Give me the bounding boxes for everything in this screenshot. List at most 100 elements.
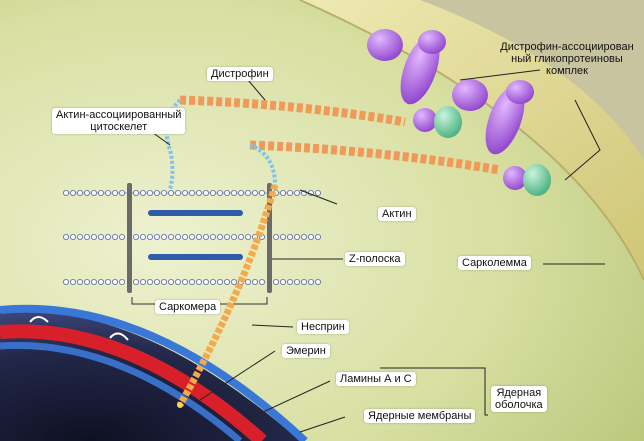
actin-bead	[98, 234, 103, 239]
label-dgc-line1: Дистрофин-ассоциирован	[490, 41, 644, 53]
actin-bead	[210, 190, 215, 195]
actin-bead	[287, 279, 292, 284]
actin-bead	[252, 279, 257, 284]
z-band-left	[127, 183, 132, 293]
actin-bead	[91, 190, 96, 195]
actin-bead	[168, 234, 173, 239]
actin-bead	[105, 279, 110, 284]
label-z-band: Z-полоска	[345, 252, 405, 266]
actin-bead	[196, 190, 201, 195]
actin-bead	[224, 279, 229, 284]
actin-bead	[308, 279, 313, 284]
actin-bead	[161, 234, 166, 239]
actin-bead	[147, 190, 152, 195]
label-actin-cytoskeleton-line2: цитоскелет	[56, 121, 181, 133]
actin-bead	[140, 279, 145, 284]
actin-bead	[105, 234, 110, 239]
actin-bead	[175, 279, 180, 284]
actin-bead	[231, 190, 236, 195]
actin-bead	[315, 279, 320, 284]
label-actin-cytoskeleton: Актин-ассоциированный цитоскелет	[52, 108, 185, 134]
actin-bead	[210, 279, 215, 284]
actin-bead	[245, 279, 250, 284]
actin-bead	[63, 234, 68, 239]
actin-bead	[217, 234, 222, 239]
label-nuclear-envelope-line1: Ядерная	[495, 387, 543, 399]
actin-bead	[91, 234, 96, 239]
actin-bead	[77, 190, 82, 195]
actin-bead	[273, 234, 278, 239]
actin-bead	[91, 279, 96, 284]
actin-bead	[301, 279, 306, 284]
actin-bead	[245, 234, 250, 239]
label-sarcomere: Саркомера	[155, 300, 220, 314]
actin-bead	[154, 279, 159, 284]
myosin-filament-1	[148, 210, 243, 216]
label-dgc-line2: ный гликопротеиновы	[490, 53, 644, 65]
actin-bead	[70, 279, 75, 284]
actin-bead	[294, 234, 299, 239]
actin-bead	[315, 234, 320, 239]
actin-bead	[168, 190, 173, 195]
actin-bead-row	[63, 234, 320, 239]
actin-bead	[238, 190, 243, 195]
actin-bead	[315, 190, 320, 195]
actin-bead	[196, 234, 201, 239]
actin-bead	[203, 190, 208, 195]
actin-bead	[133, 190, 138, 195]
actin-bead	[301, 234, 306, 239]
actin-bead	[224, 190, 229, 195]
actin-bead	[70, 234, 75, 239]
actin-bead	[280, 190, 285, 195]
actin-bead	[147, 279, 152, 284]
actin-bead	[175, 190, 180, 195]
actin-bead	[175, 234, 180, 239]
actin-bead	[63, 190, 68, 195]
actin-bead	[203, 279, 208, 284]
label-actin: Актин	[378, 207, 416, 221]
actin-bead	[140, 190, 145, 195]
label-dystrophin: Дистрофин	[207, 67, 273, 81]
actin-bead	[63, 279, 68, 284]
actin-bead	[280, 279, 285, 284]
actin-bead	[252, 190, 257, 195]
actin-bead	[231, 279, 236, 284]
actin-bead-row	[63, 279, 320, 284]
actin-bead-row	[63, 190, 320, 195]
actin-bead	[238, 234, 243, 239]
actin-bead	[77, 279, 82, 284]
actin-bead	[182, 234, 187, 239]
actin-bead	[70, 190, 75, 195]
actin-bead	[154, 190, 159, 195]
label-sarcolemma: Сарколемма	[458, 256, 531, 270]
actin-bead	[119, 190, 124, 195]
actin-bead	[98, 279, 103, 284]
actin-bead	[308, 234, 313, 239]
actin-bead	[147, 234, 152, 239]
emerin-marker	[177, 402, 183, 408]
actin-bead	[294, 190, 299, 195]
actin-bead	[168, 279, 173, 284]
actin-bead	[273, 279, 278, 284]
actin-bead	[140, 234, 145, 239]
actin-bead	[161, 190, 166, 195]
label-nesprin: Несприн	[297, 320, 349, 334]
label-dystrophin-glycoprotein-complex: Дистрофин-ассоциирован ный гликопротеино…	[490, 41, 644, 77]
actin-bead	[231, 234, 236, 239]
actin-bead	[112, 279, 117, 284]
actin-bead	[84, 234, 89, 239]
actin-bead	[98, 190, 103, 195]
actin-bead	[133, 234, 138, 239]
actin-bead	[84, 279, 89, 284]
actin-bead	[210, 234, 215, 239]
actin-bead	[161, 279, 166, 284]
label-actin-cytoskeleton-line1: Актин-ассоциированный	[56, 109, 181, 121]
actin-bead	[189, 190, 194, 195]
actin-bead	[189, 234, 194, 239]
label-nuclear-membranes: Ядерные мембраны	[364, 409, 475, 423]
actin-bead	[287, 190, 292, 195]
actin-bead	[182, 279, 187, 284]
actin-bead	[119, 234, 124, 239]
actin-bead	[203, 234, 208, 239]
